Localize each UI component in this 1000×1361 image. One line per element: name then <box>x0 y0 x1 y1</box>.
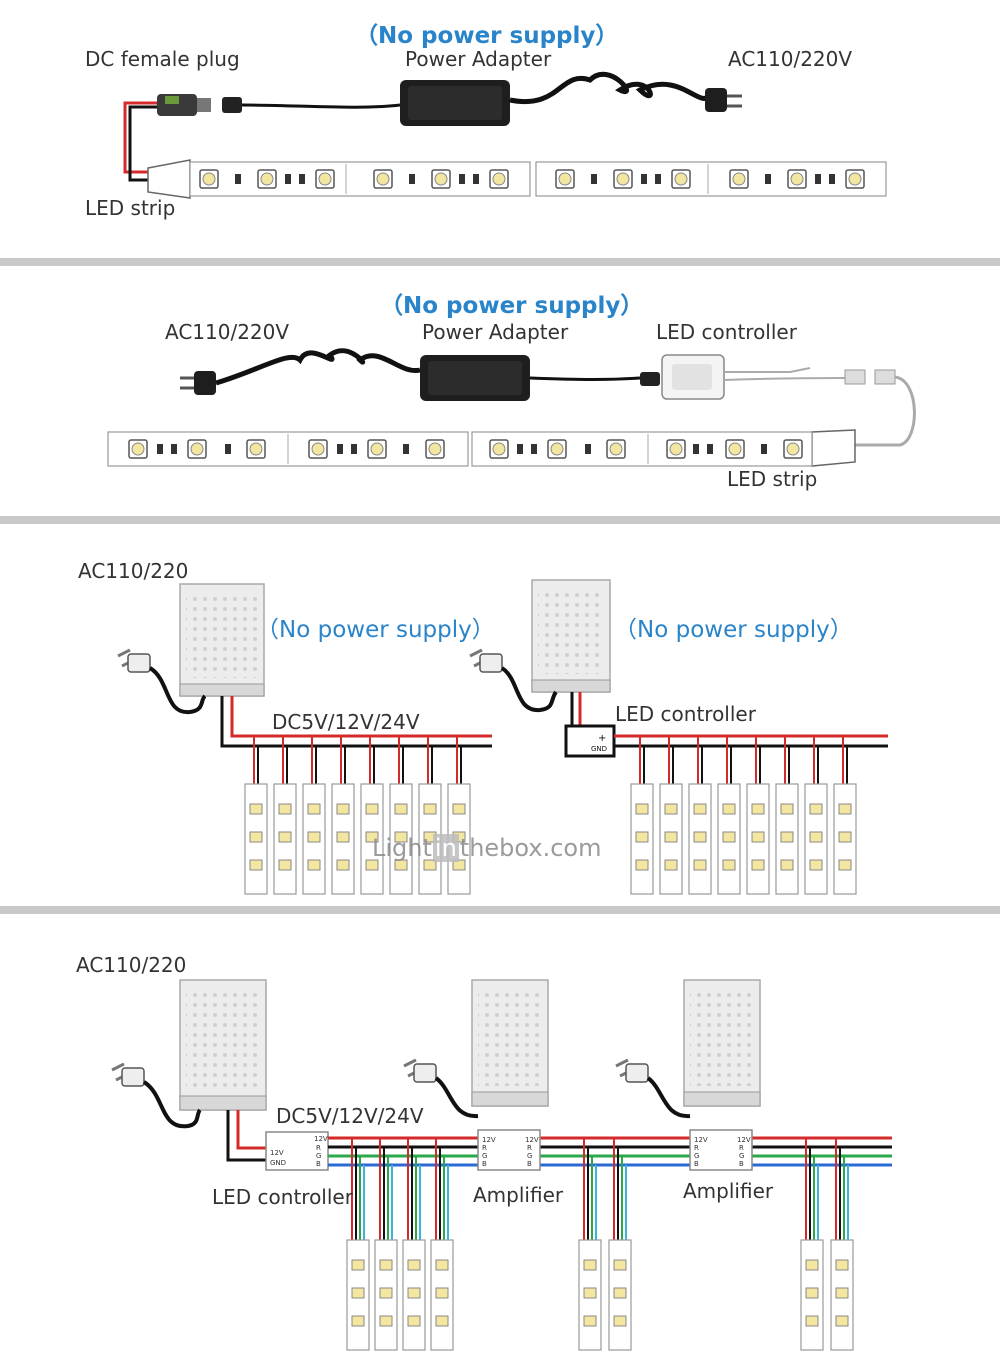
amp1-in-r: R <box>482 1144 487 1152</box>
amp1-out-12v: 12V <box>525 1136 539 1144</box>
label-dc-female-plug: DC female plug <box>85 47 240 71</box>
label-power-adapter: Power Adapter <box>405 47 552 71</box>
divider-2 <box>0 516 1000 524</box>
label-led-controller: LED controller <box>212 1185 353 1209</box>
amp2-in-b: B <box>694 1160 699 1168</box>
power-supply-icon <box>179 583 265 697</box>
ctrl-pin-b: B <box>316 1160 321 1168</box>
ac-plug-icon <box>469 648 558 713</box>
label-dc-voltage: DC5V/12V/24V <box>272 710 420 734</box>
panel3-diagram: + GND <box>117 579 888 895</box>
rgb-controller-box <box>265 1131 329 1171</box>
amp1-out-g: G <box>527 1152 532 1160</box>
label-amplifier-1: Amplifier <box>473 1183 564 1207</box>
amp2-in-12v: 12V <box>694 1136 708 1144</box>
ac-plug-icon <box>194 371 216 395</box>
watermark-pre: Light <box>372 834 432 862</box>
ctrl-in-12v: 12V <box>270 1149 284 1157</box>
label-dc-voltage: DC5V/12V/24V <box>276 1104 424 1128</box>
label-ac-voltage: AC110/220V <box>728 47 853 71</box>
power-supply-icon <box>683 979 761 1107</box>
label-power-adapter: Power Adapter <box>422 320 569 344</box>
amp2-out-g: G <box>739 1152 744 1160</box>
controller-gnd: GND <box>591 745 607 753</box>
amp2-in-g: G <box>694 1152 699 1160</box>
led-strip-2b <box>471 431 813 467</box>
panel2-diagram <box>107 348 916 467</box>
amp2-in-r: R <box>694 1144 699 1152</box>
led-controller-box <box>564 724 616 758</box>
amplifier-1-box <box>477 1129 541 1171</box>
ac-plug-icon <box>615 1058 691 1119</box>
divider-1 <box>0 258 1000 266</box>
ctrl-pin-g: G <box>316 1152 321 1160</box>
ctrl-pin-12v: 12V <box>314 1135 328 1143</box>
ctrl-pin-r: R <box>316 1144 321 1152</box>
panel1-diagram <box>123 71 887 199</box>
amp1-out-b: B <box>527 1160 532 1168</box>
watermark-post: thebox.com <box>459 834 602 862</box>
ac-plug-icon <box>117 648 207 715</box>
ac-plug-icon <box>403 1058 479 1119</box>
label-led-strip: LED strip <box>85 196 176 220</box>
label-led-strip: LED strip <box>727 467 818 491</box>
no-power-supply-note-left: （No power supply） <box>256 617 495 643</box>
no-power-supply-note: （No power supply） <box>355 23 619 49</box>
divider-3 <box>0 906 1000 914</box>
ctrl-in-gnd: GND <box>270 1159 286 1167</box>
amp1-out-r: R <box>527 1144 532 1152</box>
label-led-controller: LED controller <box>615 702 756 726</box>
amplifier-2-box <box>689 1129 753 1171</box>
label-ac-voltage: AC110/220 <box>76 953 187 977</box>
amp1-in-b: B <box>482 1160 487 1168</box>
power-supply-icon <box>179 979 267 1111</box>
no-power-supply-note: （No power supply） <box>380 293 644 319</box>
power-supply-icon <box>471 979 549 1107</box>
ac-plug-icon <box>111 1062 202 1129</box>
ac-plug-icon <box>705 88 727 112</box>
label-ac-voltage: AC110/220 <box>78 559 189 583</box>
amp2-out-b: B <box>739 1160 744 1168</box>
no-power-supply-note-right: （No power supply） <box>614 617 853 643</box>
panel4-diagram: 12V GND 12V R G B 12V R G B 12V R G B <box>111 979 892 1351</box>
label-led-controller: LED controller <box>656 320 797 344</box>
power-supply-icon <box>531 579 611 693</box>
amp1-in-12v: 12V <box>482 1136 496 1144</box>
label-amplifier-2: Amplifier <box>683 1179 774 1203</box>
amp1-in-g: G <box>482 1152 487 1160</box>
controller-plus: + <box>598 733 606 744</box>
watermark-mid: in <box>432 834 459 862</box>
amp2-out-12v: 12V <box>737 1136 751 1144</box>
label-ac-voltage: AC110/220V <box>165 320 290 344</box>
amp2-out-r: R <box>739 1144 744 1152</box>
